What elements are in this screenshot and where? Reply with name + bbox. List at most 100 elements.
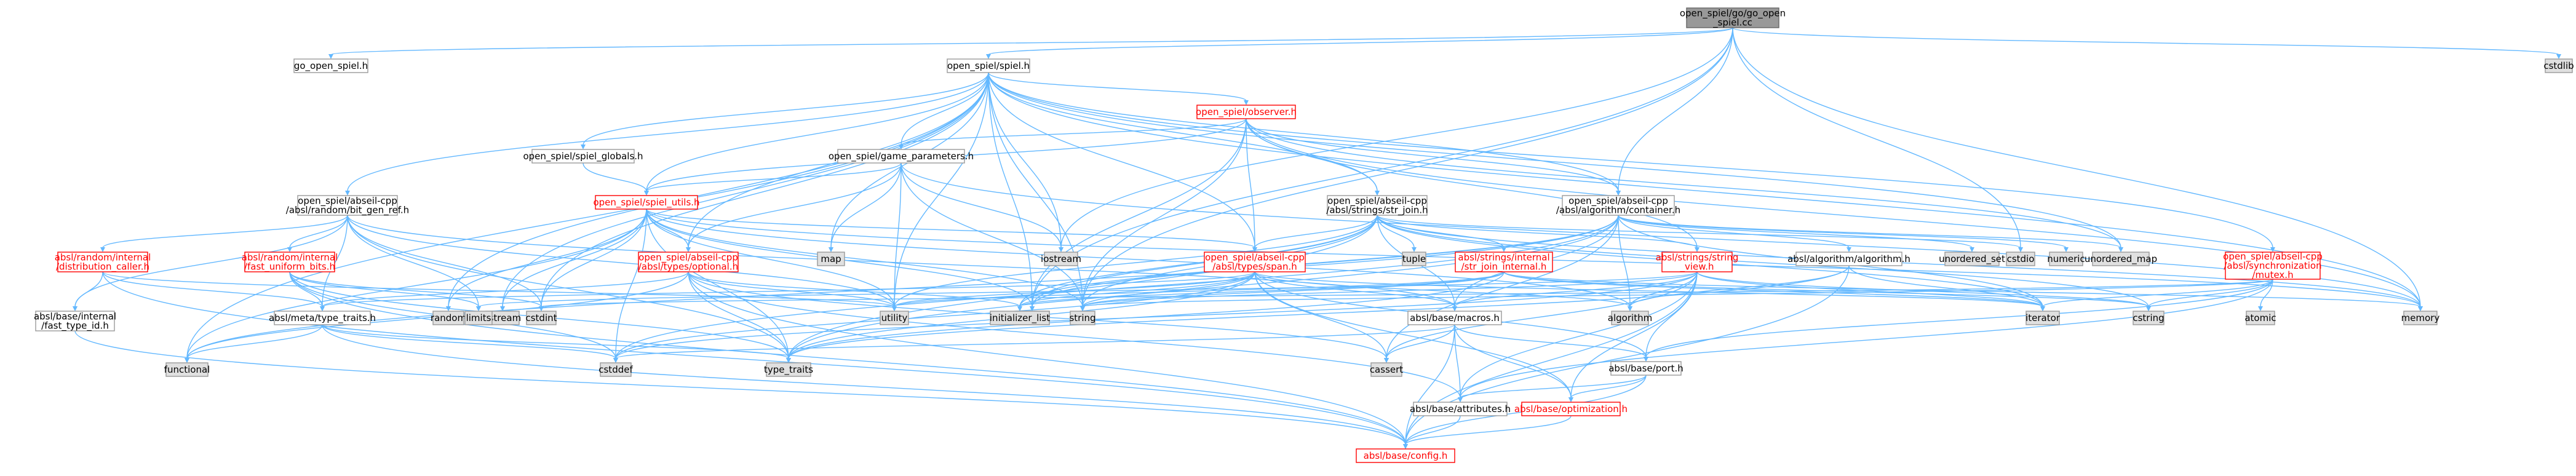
node-iterator: iterator (2025, 311, 2061, 325)
dependency-edge (186, 324, 323, 359)
node-gameparams[interactable]: open_spiel/game_parameters.h (829, 149, 974, 164)
node-span[interactable]: open_spiel/abseil-cpp/absl/types/span.h (1204, 252, 1306, 272)
dependency-edge (1618, 27, 1733, 192)
dependency-edge (894, 271, 1505, 307)
dependency-edge (322, 271, 1255, 307)
node-label: absl/base/internal (34, 311, 116, 322)
node-box (600, 362, 632, 377)
node-label: absl/base/optimization.h (1514, 403, 1628, 415)
node-config[interactable]: absl/base/config.h (1356, 448, 1455, 463)
node-label: absl/random/internal (55, 252, 151, 263)
edge-arrowhead (1375, 191, 1380, 196)
edge-arrowhead (829, 247, 833, 252)
node-optimization[interactable]: absl/base/optimization.h (1514, 402, 1628, 416)
node-cstring: cstring (2133, 311, 2165, 325)
dependency-edge (541, 279, 2273, 307)
node-label: absl/random/internal (242, 252, 338, 263)
dependency-edge (1377, 215, 2021, 248)
edge-arrowhead (1970, 247, 1974, 252)
node-fasttypeid[interactable]: absl/base/internal/fast_type_id.h (34, 311, 116, 332)
dependency-edge (1454, 324, 1647, 358)
dependency-edge (1082, 271, 1505, 307)
dependency-edge (988, 72, 1619, 192)
node-label: atomic (2244, 312, 2276, 323)
dependency-edge (788, 265, 1850, 359)
node-typetraits[interactable]: absl/meta/type_traits.h (269, 311, 376, 325)
dependency-edge (1460, 279, 2273, 399)
dependency-edge (582, 72, 989, 146)
node-algorithm_h[interactable]: absl/algorithm/algorithm.h (1787, 252, 1910, 266)
node-mutex[interactable]: open_spiel/abseil-cpp/absl/synchronizati… (2223, 251, 2323, 280)
node-utils[interactable]: open_spiel/spiel_utils.h (593, 195, 700, 210)
edge-arrowhead (1017, 306, 1022, 311)
dependency-edge (582, 162, 647, 192)
node-strjoin[interactable]: open_spiel/abseil-cpp/absl/strings/str_j… (1326, 195, 1428, 216)
node-cstdint: cstdint (525, 311, 557, 325)
node-box (1196, 105, 1296, 119)
edge-arrowhead (287, 247, 292, 252)
dependency-edge (1386, 215, 1619, 359)
node-label: string (1069, 312, 1095, 323)
dependency-edge (1570, 375, 1647, 399)
dependency-edge (1377, 215, 1415, 248)
node-fastuniform[interactable]: absl/random/internal/fast_uniform_bits.h (242, 252, 338, 273)
edge-arrowhead (899, 145, 904, 149)
dependency-edge (2042, 279, 2273, 307)
dependency-edge (1019, 215, 1619, 307)
edge-arrowhead (644, 191, 649, 196)
edge-arrowhead (1568, 397, 1573, 402)
node-stringview[interactable]: absl/strings/string_view.h (1656, 252, 1739, 273)
node-port[interactable]: absl/base/port.h (1608, 361, 1684, 376)
node-container[interactable]: open_spiel/abseil-cpp/absl/algorithm/con… (1556, 195, 1680, 216)
edge-arrowhead (1616, 191, 1621, 196)
dependency-edge (1732, 27, 2021, 248)
node-label: absl/base/macros.h (1410, 312, 1500, 323)
node-label: absl/base/port.h (1608, 363, 1684, 374)
node-label: open_spiel/abseil-cpp (638, 252, 738, 264)
node-root[interactable]: open_spiel/go/go_open_spiel.cc (1680, 7, 1786, 29)
node-label: cstdlib (2543, 60, 2574, 71)
dependency-edge (186, 208, 647, 359)
node-cassert: cassert (1370, 362, 1403, 377)
node-label: /fast_type_id.h (41, 320, 109, 332)
node-label: cstddef (598, 364, 633, 375)
dependency-edge (322, 324, 1406, 445)
node-globals[interactable]: open_spiel/spiel_globals.h (523, 149, 643, 164)
node-box (274, 311, 371, 325)
dependency-edge (1618, 215, 1973, 248)
edge-arrowhead (345, 191, 350, 196)
node-observer[interactable]: open_spiel/observer.h (1196, 105, 1297, 119)
edge-arrowhead (1628, 306, 1632, 311)
node-bitgen[interactable]: open_spiel/abseil-cpp/absl/random/bit_ge… (286, 195, 409, 216)
node-string: string (1069, 311, 1096, 325)
node-distcaller[interactable]: absl/random/internal/distribution_caller… (55, 252, 151, 273)
dependency-edge (1082, 27, 1733, 307)
node-strjoininternal[interactable]: absl/strings/internal/str_join_internal.… (1455, 252, 1553, 273)
edge-arrowhead (1452, 306, 1457, 311)
dependency-edge (289, 271, 479, 307)
node-label: /absl/synchronization (2224, 260, 2321, 271)
node-label: map (821, 253, 841, 264)
node-attributes[interactable]: absl/base/attributes.h (1410, 402, 1511, 416)
node-functional: functional (164, 362, 210, 377)
dependency-edge (74, 215, 348, 307)
dependency-edge (289, 271, 542, 307)
edge-arrowhead (2146, 306, 2151, 311)
node-box (766, 362, 811, 377)
node-algorithm: algorithm (1608, 311, 1652, 325)
node-macros[interactable]: absl/base/macros.h (1407, 311, 1502, 325)
edge-arrowhead (1695, 247, 1699, 252)
node-tuple: tuple (1402, 252, 1426, 266)
node-box (464, 311, 493, 325)
dependency-edge (900, 162, 1062, 248)
node-spiel[interactable]: open_spiel/spiel.h (947, 58, 1030, 73)
edge-arrowhead (2556, 54, 2561, 59)
node-box (1455, 252, 1553, 272)
edge-arrowhead (786, 358, 791, 363)
edge-arrowhead (1059, 247, 1063, 252)
dependency-edge (1618, 215, 1850, 248)
edge-arrowhead (2018, 247, 2023, 252)
node-gospiel[interactable]: go_open_spiel.h (293, 58, 368, 73)
node-optional[interactable]: open_spiel/abseil-cpp/absl/types/optiona… (638, 252, 739, 272)
dependency-edge (322, 271, 689, 307)
